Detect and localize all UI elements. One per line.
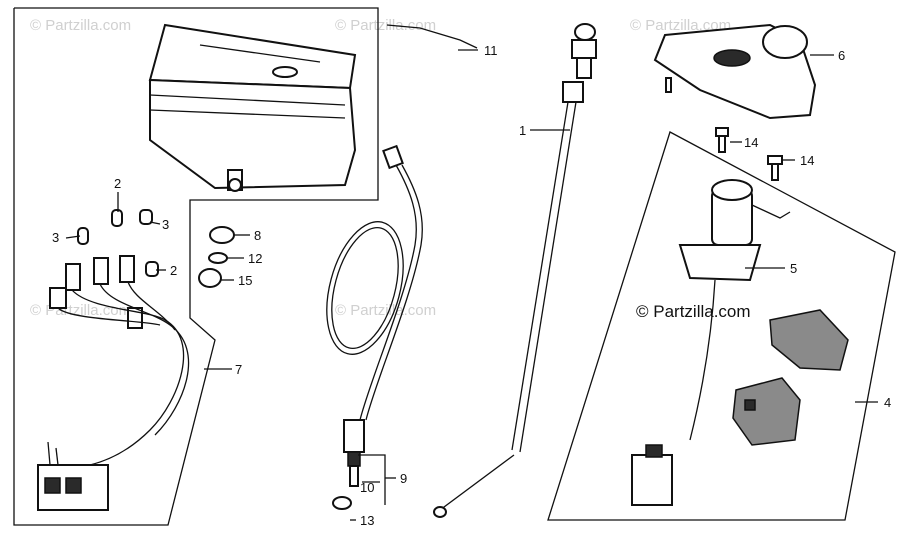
meter-cable (326, 144, 423, 510)
bulbs (77, 209, 159, 277)
control-cable (433, 23, 597, 518)
grommets (198, 226, 235, 288)
watermark-2: © Partzilla.com (335, 17, 436, 34)
leader-lines (65, 24, 878, 521)
partzilla-brand: © Partzilla.com (636, 302, 751, 321)
callout-15: 15 (238, 273, 252, 288)
meter-group-outline (13, 7, 379, 526)
switch-group-outline (547, 131, 896, 521)
switch-blocks (732, 309, 849, 446)
ignition-switch (631, 179, 791, 506)
switch-cover (653, 23, 817, 120)
callouts: 1 2 2 3 3 4 5 6 7 8 9 10 11 12 13 14 14 … (52, 43, 891, 528)
callout-11: 11 (484, 43, 498, 58)
watermark-1: © Partzilla.com (30, 17, 131, 34)
callout-6: 6 (838, 48, 845, 63)
screws (715, 127, 783, 181)
meter-housing (148, 23, 357, 192)
callout-9: 9 (400, 471, 407, 486)
callout-8: 8 (254, 228, 261, 243)
callout-7: 7 (235, 362, 242, 377)
callout-5: 5 (790, 261, 797, 276)
callout-12: 12 (248, 251, 262, 266)
callout-3-left: 3 (52, 230, 59, 245)
wire-harness (37, 255, 190, 511)
watermark-5: © Partzilla.com (335, 302, 436, 319)
callout-14-a: 14 (744, 135, 758, 150)
callout-2-top: 2 (114, 176, 121, 191)
callout-14-b: 14 (800, 153, 814, 168)
callout-3-right: 3 (162, 217, 169, 232)
watermark-3: © Partzilla.com (630, 17, 731, 34)
callout-10: 10 (360, 480, 374, 495)
callout-13: 13 (360, 513, 374, 528)
callout-1: 1 (519, 123, 526, 138)
callout-2-side: 2 (170, 263, 177, 278)
callout-4: 4 (884, 395, 891, 410)
